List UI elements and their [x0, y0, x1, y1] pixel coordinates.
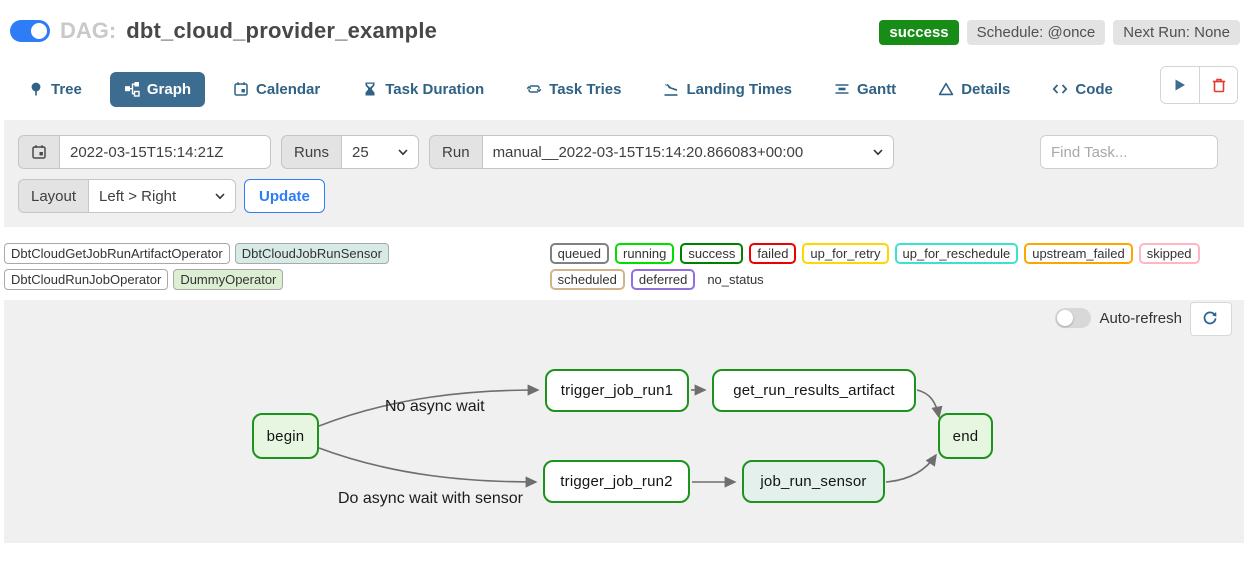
tab-landing-times[interactable]: Landing Times: [649, 72, 806, 107]
operator-badge: DbtCloudJobRunSensor: [234, 243, 389, 264]
tab-label: Task Tries: [549, 80, 622, 98]
triangle-icon: [938, 81, 954, 97]
calendar-icon: [31, 144, 47, 160]
operator-badge: DummyOperator: [173, 269, 284, 290]
tab-label: Calendar: [256, 80, 321, 98]
delete-dag-button[interactable]: [1199, 67, 1237, 103]
dag-header: DAG: dbt_cloud_provider_example success …: [0, 0, 1248, 66]
state-badge-queued: queued: [549, 243, 609, 264]
edge-begin-trigger_job_run2: [318, 447, 538, 488]
edge-label-begin-trigger_job_run2: Do async wait with sensor: [338, 490, 523, 507]
edge-get_run_results_artifact-end: [916, 389, 943, 419]
find-task-input[interactable]: [1040, 135, 1218, 169]
landing-icon: [663, 81, 679, 97]
tab-graph[interactable]: Graph: [109, 71, 206, 107]
state-badge-running: running: [615, 243, 675, 264]
code-icon: [1052, 81, 1068, 97]
view-tabbar: Tree Graph Calendar Task Duration Task Tries…: [0, 66, 1248, 112]
trigger-dag-button[interactable]: [1161, 67, 1199, 103]
edge-begin-trigger_job_run1: [318, 384, 540, 427]
page-title: dbt_cloud_provider_example: [126, 18, 438, 43]
layout-select-value: Left > Right: [99, 187, 177, 205]
base-date-input[interactable]: [59, 135, 271, 169]
run-label: Run: [429, 135, 482, 169]
task-node-job_run_sensor[interactable]: job_run_sensor: [742, 460, 885, 503]
update-button[interactable]: Update: [244, 179, 325, 213]
play-icon: [1172, 77, 1188, 93]
refresh-button[interactable]: [1190, 302, 1232, 336]
hourglass-icon: [362, 81, 378, 97]
dag-pause-toggle[interactable]: [10, 20, 50, 42]
num-runs-select[interactable]: 25: [341, 135, 420, 169]
view-tabs: Tree Graph Calendar Task Duration Task Tries…: [14, 71, 1127, 107]
runs-label: Runs: [281, 135, 342, 169]
next-run-badge: Next Run: None: [1113, 20, 1240, 45]
num-runs-value: 25: [352, 143, 369, 161]
filter-bar: Runs 25 Run manual__2022-03-15T15:14:20.…: [4, 120, 1244, 227]
state-badge-deferred: deferred: [630, 269, 696, 290]
run-select[interactable]: manual__2022-03-15T15:14:20.866083+00:00: [481, 135, 894, 169]
state-badge-up_for_retry: up_for_retry: [802, 243, 889, 264]
gantt-icon: [834, 81, 850, 97]
task-node-trigger_job_run2[interactable]: trigger_job_run2: [543, 460, 690, 503]
dag-prefix-label: DAG:: [60, 18, 117, 43]
state-badge-up_for_reschedule: up_for_reschedule: [894, 243, 1019, 264]
state-badge-upstream_failed: upstream_failed: [1024, 243, 1133, 264]
tab-tree[interactable]: Tree: [14, 72, 96, 107]
toggle-knob: [1057, 310, 1074, 326]
tab-label: Graph: [146, 80, 192, 98]
run-select-value: manual__2022-03-15T15:14:20.866083+00:00: [492, 143, 804, 161]
chevron-down-icon: [215, 192, 225, 200]
state-badge-no_status: no_status: [701, 269, 770, 290]
dag-action-group: [1160, 66, 1238, 104]
tab-calendar[interactable]: Calendar: [219, 72, 334, 107]
chevron-down-icon: [872, 148, 883, 156]
repeat-icon: [526, 81, 542, 97]
state-badge-scheduled: scheduled: [549, 269, 625, 290]
tab-task-duration[interactable]: Task Duration: [348, 72, 498, 107]
calendar-icon: [233, 81, 249, 97]
base-date-picker-button[interactable]: [18, 135, 59, 169]
dag-edges: [318, 384, 943, 488]
trash-icon: [1211, 77, 1227, 93]
task-node-begin[interactable]: begin: [252, 413, 319, 459]
task-node-get_run_results_artifact[interactable]: get_run_results_artifact: [712, 369, 916, 412]
auto-refresh-toggle[interactable]: [1055, 308, 1092, 328]
graph-panel: Auto-refresh begin trigger_job_run1 get_ru…: [4, 300, 1244, 543]
tab-task-tries[interactable]: Task Tries: [512, 72, 635, 107]
operator-badge: DbtCloudGetJobRunArtifactOperator: [4, 243, 230, 264]
state-badge-skipped: skipped: [1138, 243, 1200, 264]
edge-label-begin-trigger_job_run1: No async wait: [385, 398, 485, 415]
auto-refresh-label: Auto-refresh: [1099, 309, 1182, 327]
toggle-knob: [31, 23, 47, 39]
edge-job_run_sensor-end: [885, 453, 937, 483]
refresh-icon: [1202, 310, 1220, 328]
chevron-down-icon: [398, 148, 408, 156]
tab-gantt[interactable]: Gantt: [820, 72, 910, 107]
schedule-badge: Schedule: @once: [966, 20, 1106, 45]
tab-label: Gantt: [857, 80, 897, 98]
tab-label: Task Duration: [385, 80, 485, 98]
task-node-end[interactable]: end: [938, 413, 993, 459]
layout-select[interactable]: Left > Right: [88, 179, 237, 213]
graph-icon: [124, 81, 140, 97]
tab-label: Code: [1075, 80, 1113, 98]
tab-label: Tree: [51, 80, 82, 98]
state-badge-failed: failed: [749, 243, 797, 264]
state-badge-success: success: [680, 243, 744, 264]
task-node-trigger_job_run1[interactable]: trigger_job_run1: [545, 369, 689, 412]
tab-details[interactable]: Details: [924, 72, 1024, 107]
status-badge: success: [879, 20, 959, 45]
tree-icon: [28, 81, 44, 97]
operator-badge: DbtCloudRunJobOperator: [4, 269, 169, 290]
layout-label: Layout: [18, 179, 89, 213]
tab-label: Landing Times: [686, 80, 793, 98]
tab-code[interactable]: Code: [1038, 72, 1127, 107]
tab-label: Details: [961, 80, 1011, 98]
